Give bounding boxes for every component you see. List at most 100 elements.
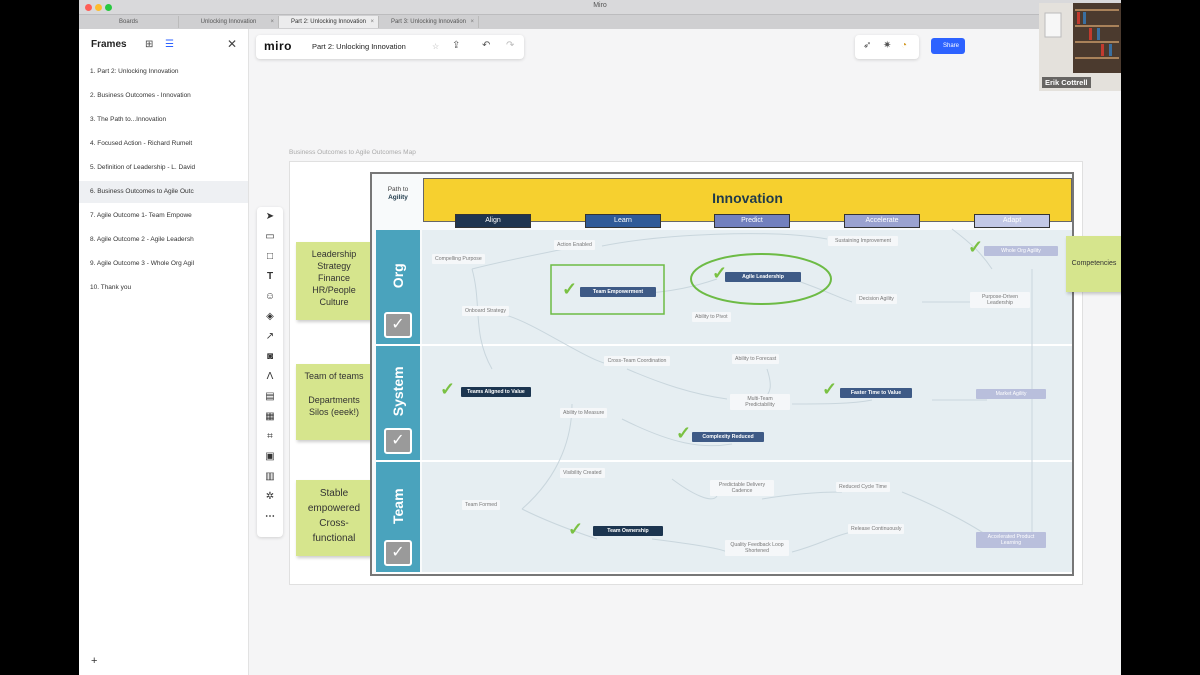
close-tab-icon[interactable]: ×	[270, 19, 274, 25]
frame-item[interactable]: 2. Business Outcomes - Innovation	[90, 92, 191, 99]
node-decision-agility[interactable]: Decision Agility	[856, 294, 897, 304]
sticky-team-areas[interactable]: Stable empowered Cross- functional	[296, 480, 372, 556]
card-tool-icon[interactable]: ▣	[265, 451, 275, 462]
sticky-system-areas[interactable]: Team of teams Departments Silos (eeek!)	[296, 364, 372, 440]
row-checkbox-icon[interactable]: ✓	[384, 540, 412, 566]
stage-accelerate: Accelerate	[844, 214, 920, 228]
close-window-icon[interactable]	[85, 4, 92, 11]
more-tools-icon[interactable]: ⋯	[265, 511, 275, 522]
undo-icon[interactable]: ↶	[482, 40, 491, 51]
comment-tool-icon[interactable]: ▤	[265, 391, 275, 402]
timer-icon[interactable]: ◔	[901, 40, 908, 51]
frame-item[interactable]: 4. Focused Action - Richard Rumelt	[90, 140, 193, 147]
node-quality-feedback-loop[interactable]: Quality Feedback Loop Shortened	[725, 540, 789, 556]
grid-view-icon[interactable]: ⊞	[145, 39, 154, 50]
connector-tool-icon[interactable]: ↗	[265, 331, 275, 342]
node-teams-aligned-to-value[interactable]: Teams Aligned to Value	[461, 387, 531, 397]
node-purpose-driven-leadership[interactable]: Purpose-Driven Leadership	[970, 292, 1030, 308]
select-tool-icon[interactable]: ➤	[265, 211, 275, 222]
close-tab-icon[interactable]: ×	[470, 19, 474, 25]
outcomes-map: Path to Agility Innovation Align Learn P…	[370, 172, 1074, 576]
tab-unlocking-innovation[interactable]: Unlocking Innovation ×	[179, 16, 279, 28]
maximize-window-icon[interactable]	[105, 4, 112, 11]
sticky-org-areas[interactable]: Leadership Strategy Finance HR/People Cu…	[296, 242, 372, 320]
tab-label: Part 3: Unlocking Innovation	[390, 19, 467, 25]
node-accelerated-product-learning[interactable]: Accelerated Product Learning	[976, 532, 1046, 548]
node-faster-time-to-value[interactable]: Faster Time to Value	[840, 388, 912, 398]
node-market-agility[interactable]: Market Agility	[976, 389, 1046, 399]
node-compelling-purpose[interactable]: Compelling Purpose	[432, 254, 485, 264]
frame-item-active[interactable]: 6. Business Outcomes to Agile Outc	[79, 181, 248, 203]
node-agile-leadership[interactable]: Agile Leadership	[725, 272, 801, 282]
checkmark-icon: ✓	[968, 237, 984, 257]
participant-name: Erik Cottrell	[1042, 77, 1091, 88]
fill-tool-icon[interactable]: ◈	[266, 311, 274, 322]
node-visibility-created[interactable]: Visibility Created	[560, 468, 605, 478]
share-button[interactable]: Share	[931, 38, 965, 54]
sticky-line: Culture	[319, 297, 349, 307]
emoji-tool-icon[interactable]: ☺	[264, 291, 276, 302]
node-predictable-delivery-cadence[interactable]: Predictable Delivery Cadence	[710, 480, 774, 496]
node-complexity-reduced[interactable]: Complexity Reduced	[692, 432, 764, 442]
node-reduced-cycle-time[interactable]: Reduced Cycle Time	[836, 482, 890, 492]
node-ability-to-pivot[interactable]: Ability to Pivot	[692, 312, 731, 322]
node-release-continuously[interactable]: Release Continuously	[848, 524, 905, 534]
tab-boards[interactable]: Boards	[79, 16, 179, 28]
redo-icon[interactable]: ↷	[506, 40, 515, 51]
camera-tool-icon[interactable]: ◙	[266, 351, 274, 362]
sticky-competencies[interactable]: Competencies	[1066, 236, 1121, 292]
row-checkbox-icon[interactable]: ✓	[384, 312, 412, 338]
text-tool-icon[interactable]: T	[266, 271, 274, 282]
chart-tool-icon[interactable]: ▥	[265, 471, 275, 482]
frame-item[interactable]: 1. Part 2: Unlocking Innovation	[90, 68, 179, 75]
sticky-line: HR/People	[312, 285, 356, 295]
close-icon[interactable]: ✕	[227, 37, 238, 51]
node-multi-team-predictability[interactable]: Multi-Team Predictability	[730, 394, 790, 410]
mindmap-tool-icon[interactable]: ✲	[265, 491, 275, 502]
row-tab-system: System ✓	[376, 346, 420, 460]
board-canvas[interactable]: miro Part 2: Unlocking Innovation ☆ ⇪ ↶ …	[249, 29, 1121, 675]
frame-tool-icon[interactable]: ⌗	[267, 431, 273, 442]
node-onboard-strategy[interactable]: Onboard Strategy	[462, 306, 509, 316]
stage-predict: Predict	[714, 214, 790, 228]
frame-item[interactable]: 7. Agile Outcome 1- Team Empowe	[90, 212, 192, 219]
frame-label[interactable]: Business Outcomes to Agile Outcomes Map	[289, 149, 416, 156]
node-whole-org-agility[interactable]: Whole Org Agility	[984, 246, 1058, 256]
node-cross-team-coordination[interactable]: Cross-Team Coordination	[604, 356, 670, 366]
tab-part2[interactable]: Part 2: Unlocking Innovation×	[279, 16, 379, 28]
tab-part3[interactable]: Part 3: Unlocking Innovation×	[379, 16, 479, 28]
node-team-ownership[interactable]: Team Ownership	[593, 526, 663, 536]
miro-logo[interactable]: miro	[264, 39, 293, 53]
pen-tool-icon[interactable]: Λ	[266, 371, 274, 382]
node-team-empowerment[interactable]: Team Empowerment	[580, 287, 656, 297]
sticky-note-icon[interactable]: ▭	[265, 231, 275, 242]
row-checkbox-icon[interactable]: ✓	[384, 428, 412, 454]
sticky-line: Finance	[317, 273, 351, 283]
node-team-formed[interactable]: Team Formed	[462, 500, 500, 510]
sticky-line: Departments	[308, 395, 360, 405]
frame-business-outcomes[interactable]: Leadership Strategy Finance HR/People Cu…	[289, 161, 1121, 585]
frame-item[interactable]: 10. Thank you	[90, 284, 132, 291]
node-ability-to-forecast[interactable]: Ability to Forecast	[732, 354, 780, 364]
frame-item[interactable]: 8. Agile Outcome 2 - Agile Leadersh	[90, 236, 194, 243]
export-icon[interactable]: ⇪	[452, 40, 461, 51]
star-icon[interactable]: ☆	[432, 42, 440, 51]
list-view-icon[interactable]: ☰	[165, 39, 174, 50]
minimize-window-icon[interactable]	[95, 4, 102, 11]
shape-tool-icon[interactable]: □	[266, 251, 274, 262]
tab-label: Unlocking Innovation	[200, 19, 257, 25]
table-tool-icon[interactable]: ▦	[265, 411, 275, 422]
close-tab-icon[interactable]: ×	[370, 19, 374, 25]
confetti-icon[interactable]: ✷	[883, 40, 892, 51]
node-ability-to-measure[interactable]: Ability to Measure	[560, 408, 608, 418]
tab-label: Part 2: Unlocking Innovation	[290, 19, 367, 25]
node-action-enabled[interactable]: Action Enabled	[554, 240, 595, 250]
frame-item[interactable]: 3. The Path to...Innovation	[90, 116, 167, 123]
node-sustaining-improvement[interactable]: Sustaining Improvement	[828, 236, 898, 246]
pointer-reaction-icon[interactable]: ➶	[863, 40, 872, 51]
agile-leadership-highlight	[690, 253, 832, 305]
frame-item[interactable]: 5. Definition of Leadership - L. David	[90, 164, 196, 171]
frame-item[interactable]: 9. Agile Outcome 3 - Whole Org Agil	[90, 260, 195, 267]
board-title[interactable]: Part 2: Unlocking Innovation	[312, 42, 406, 51]
add-frame-button[interactable]: +	[91, 655, 98, 667]
